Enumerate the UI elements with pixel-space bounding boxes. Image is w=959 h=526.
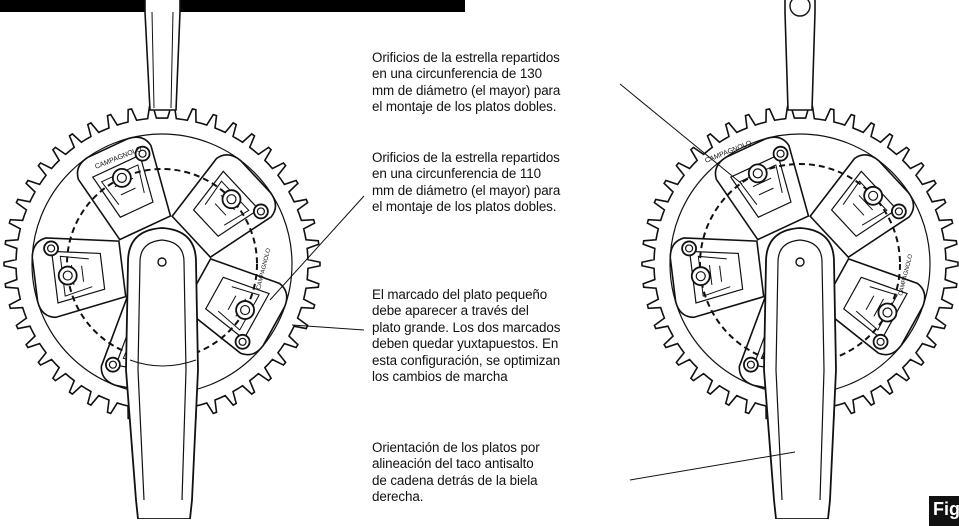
left-main-bolt-inner: [239, 304, 251, 316]
right-main-bolt: [690, 266, 711, 287]
left-small-bolt: [43, 240, 59, 257]
callout-130mm-bcd: Orificios de la estrella repartidos en u…: [372, 50, 561, 115]
left-crank-arm-upper: [144, 0, 181, 111]
right-small-bolt: [872, 333, 889, 350]
left-small-bolt: [252, 203, 269, 220]
right-small-bolt: [681, 240, 697, 257]
left-small-bolt: [105, 356, 121, 373]
left-main-bolt: [221, 189, 242, 210]
left-small-bolt-inner: [256, 207, 265, 216]
left-main-bolt: [57, 265, 78, 286]
right-small-bolt-inner: [684, 244, 694, 253]
right-small-bolt-inner: [894, 207, 903, 216]
left-small-bolt-inner: [46, 244, 56, 253]
leader-line-orientation: [629, 451, 796, 481]
figure-tab: Fig: [929, 496, 959, 526]
callout-110mm-bcd: Orificios de la estrella repartidos en u…: [372, 150, 561, 215]
right-crank-arm-upper: [784, 0, 816, 111]
right-small-bolt-inner: [876, 337, 885, 346]
leader-line-marking: [291, 324, 365, 331]
right-main-bolt-inner: [752, 168, 763, 179]
right-small-bolt: [743, 356, 759, 373]
right-main-bolt-inner: [695, 271, 706, 282]
callout-chainring-marking: El marcado del plato pequeño debe aparec…: [372, 287, 561, 385]
right-main-bolt: [877, 302, 898, 323]
right-main-bolt-inner: [882, 307, 893, 318]
right-small-bolt: [772, 145, 789, 162]
left-main-bolt: [111, 168, 132, 188]
leader-lines: [269, 83, 796, 481]
right-small-bolts: [681, 145, 907, 373]
right-main-bolt-inner: [868, 190, 879, 201]
left-crankset: CAMPAGNOLO CAMPAGNOLO: [3, 0, 321, 520]
left-small-bolts: [43, 145, 269, 373]
right-crankset: CAMPAGNOLO CAMPAGNOLO: [641, 0, 959, 520]
left-small-bolt-inner: [108, 360, 118, 369]
left-bcd-circle: [66, 168, 258, 360]
leader-line-110: [269, 195, 365, 301]
right-crank-arm: [763, 227, 837, 520]
left-crank-arm: [125, 227, 199, 520]
right-small-bolt-inner: [776, 149, 785, 158]
left-small-bolt-inner: [138, 149, 147, 158]
left-main-bolt-inner: [226, 194, 237, 205]
left-main-bolt-inner: [62, 270, 73, 281]
leader-line-130: [619, 83, 743, 185]
right-bcd-circle: [699, 163, 901, 365]
left-main-bolt: [235, 300, 255, 320]
header-bar: [0, 0, 465, 12]
left-small-bolt: [234, 333, 251, 350]
callout-chainring-orientation: Orientación de los platos por alineación…: [372, 440, 540, 505]
right-small-bolt: [890, 203, 907, 220]
left-main-bolt-inner: [116, 172, 127, 184]
left-small-bolt-inner: [238, 337, 247, 346]
right-main-bolt: [863, 185, 884, 206]
right-small-bolt-inner: [746, 360, 756, 369]
right-main-bolt: [747, 163, 768, 184]
left-small-bolt: [134, 145, 151, 162]
